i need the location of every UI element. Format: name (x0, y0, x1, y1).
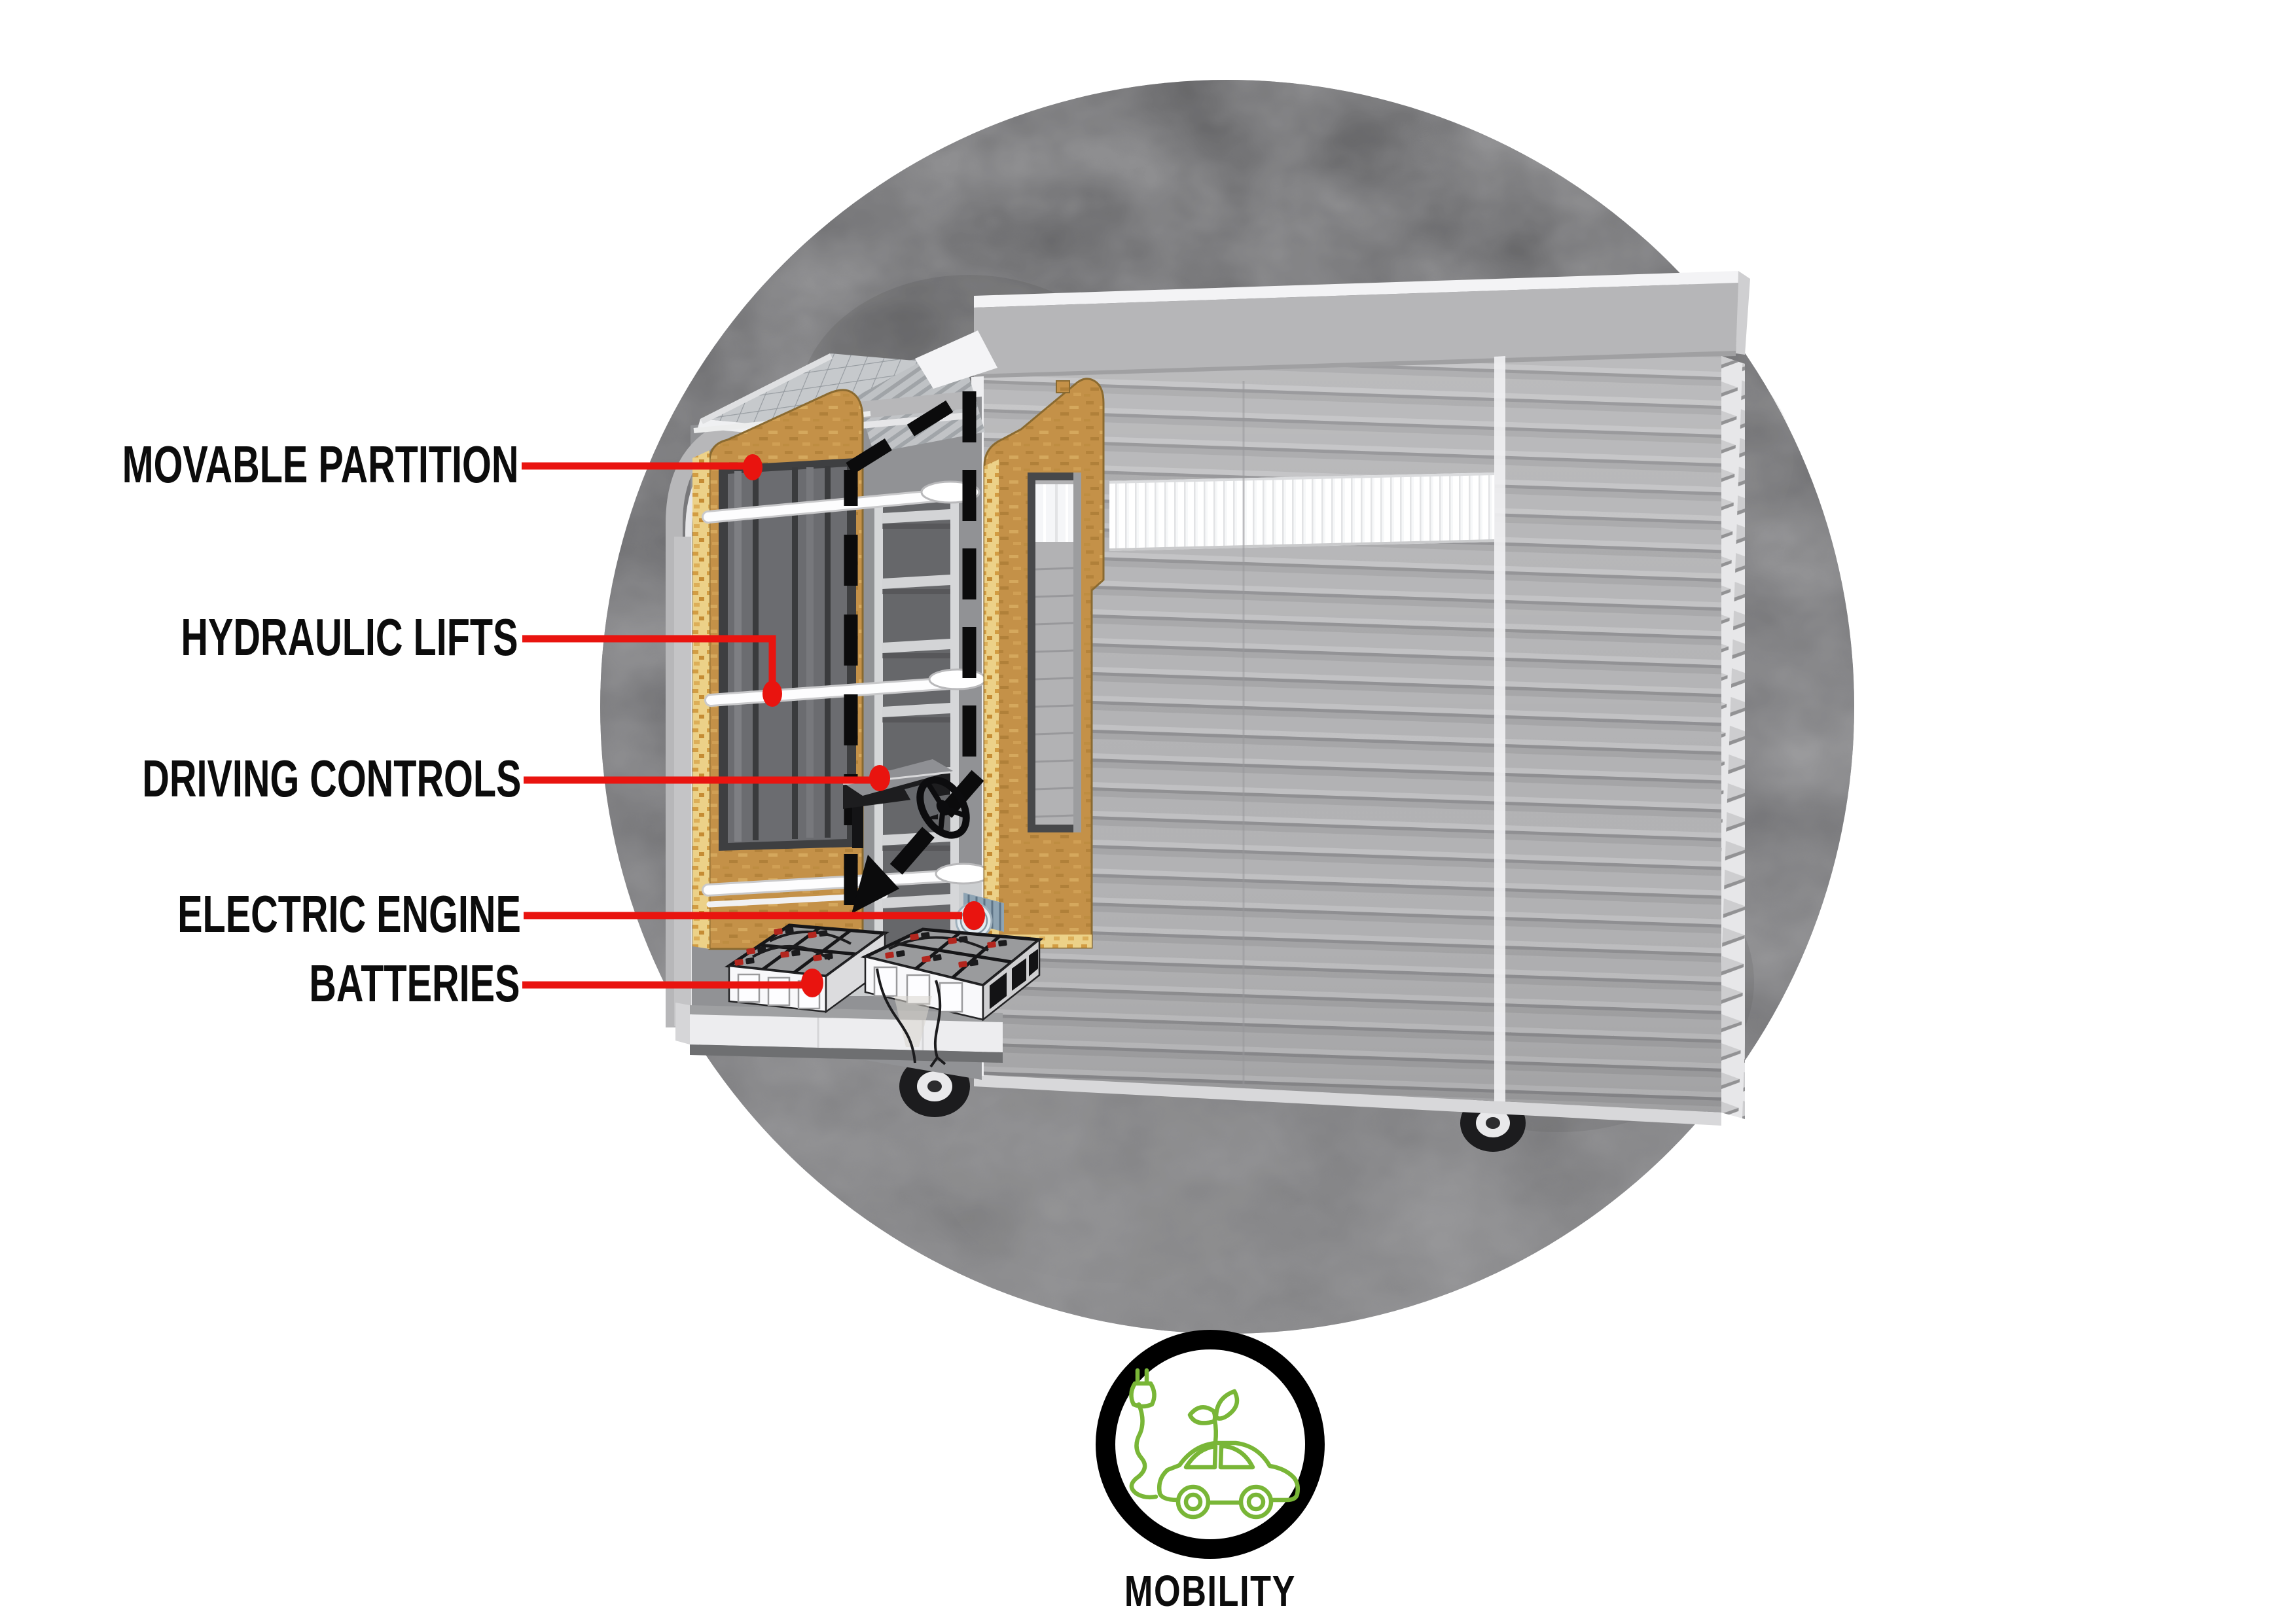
corner-trim-strip (1494, 356, 1505, 1107)
label-mobility: MOBILITY (1124, 1567, 1297, 1616)
leader-lines (522, 462, 962, 989)
mobility-badge (1096, 1330, 1325, 1559)
dot-batteries (801, 969, 823, 997)
movable-partition-panel-left (692, 389, 864, 950)
hydraulic-lift-rods (702, 480, 992, 908)
battery-banks (724, 923, 1044, 1068)
electric-car-leaf-icon (1129, 1368, 1300, 1520)
battery-cable (876, 968, 916, 1063)
battery-bank-right (860, 927, 1044, 1068)
house-module-wall (971, 271, 1750, 1126)
label-driving-controls: DRIVING CONTROLS (141, 749, 521, 808)
osb-edge (984, 459, 999, 948)
roof-deck (915, 330, 997, 389)
movable-partition-panel-right (983, 378, 1105, 949)
dot-driving-controls (869, 765, 890, 791)
leader-dots (743, 454, 985, 997)
roof-coping (974, 271, 1738, 308)
lift-pad (935, 863, 992, 885)
louver-edge (1721, 356, 1745, 1119)
parapet-band (974, 283, 1738, 378)
dot-hydraulic-lifts (762, 681, 782, 707)
label-batteries: BATTERIES (308, 954, 520, 1012)
chassis-skirt (974, 1075, 1721, 1126)
lift-pad (928, 668, 987, 690)
slide-arrow-head (852, 855, 899, 914)
dot-movable-partition (743, 454, 762, 480)
label-hydraulic-lifts: HYDRAULIC LIFTS (181, 608, 518, 666)
tiny-house-render (666, 271, 1750, 1152)
steering-column (905, 783, 946, 819)
label-movable-partition: MOVABLE PARTITION (122, 435, 518, 493)
partition-slide-path (844, 391, 984, 985)
partition-window-cutout (1028, 473, 1081, 832)
dot-electric-engine (963, 901, 985, 930)
leader-hydraulic-lifts (522, 635, 776, 685)
solar-panel (700, 353, 922, 428)
battery-cable (929, 980, 946, 1068)
osb-edge (692, 450, 709, 949)
steering-wheel (916, 776, 970, 839)
driving-controls-desk (842, 759, 970, 848)
label-electric-engine: ELECTRIC ENGINE (177, 885, 521, 943)
